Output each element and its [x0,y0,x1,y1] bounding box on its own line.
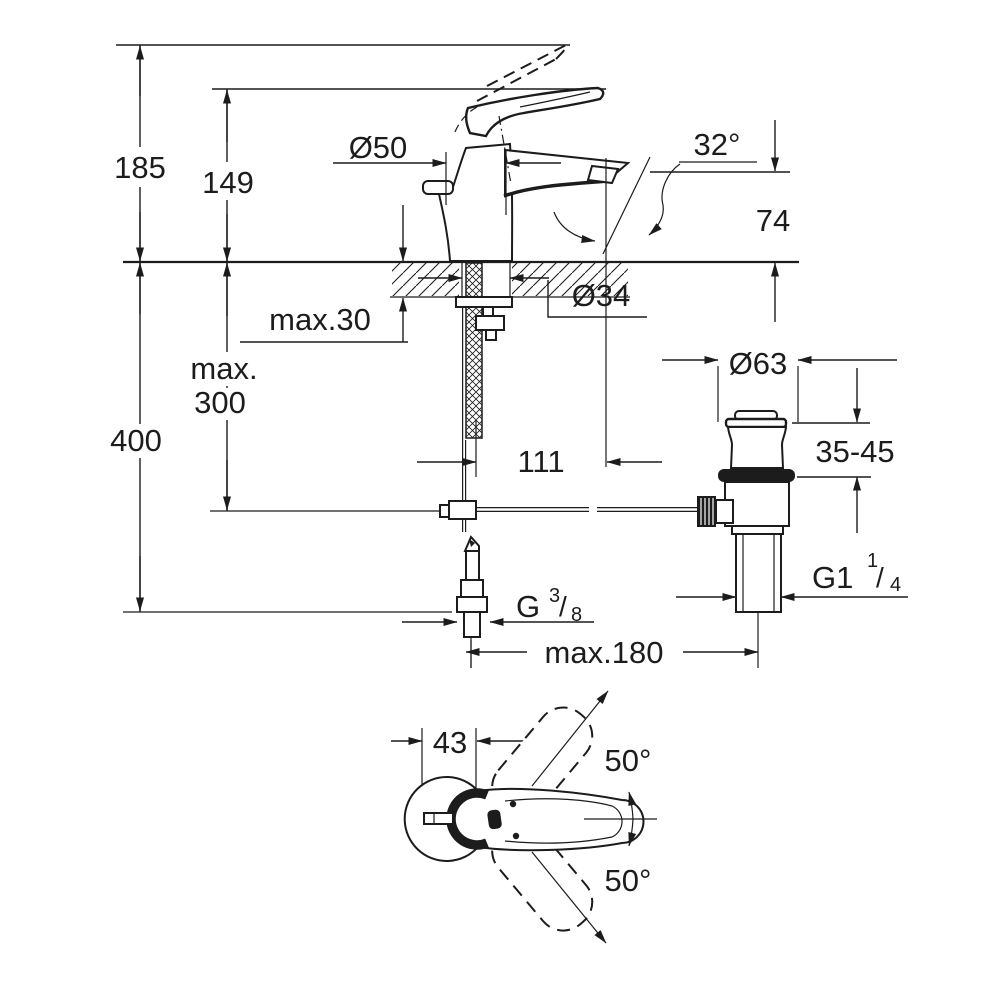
dim-label-400: 400 [110,423,162,458]
cartridge-axis [498,115,512,185]
dim-label-32deg: 32° [694,127,741,162]
faucet-top-view [391,690,657,944]
dim-label-g38-num: 3 [549,585,560,607]
dim-label-111: 111 [517,444,564,479]
dim-label-g38-slash: / [559,591,567,622]
g38-nut [456,596,488,613]
pop-up-knob [422,180,454,195]
faucet-side-view [422,44,631,262]
dimension-arrows [240,120,908,668]
rod-clevis [448,500,477,520]
rubber-seal [718,469,795,482]
counter-section-hatch [392,263,628,296]
vertical-dimensions [100,45,271,612]
dim-label-dia63: Ø63 [729,346,788,381]
flexible-hose [465,262,483,439]
pop-up-linkage [439,500,698,532]
dim-label-50deg-up: 50° [605,743,652,778]
dim-label-g114: G1 [812,560,853,595]
dim-label-300: 300 [194,385,246,420]
dim-label-149: 149 [202,165,254,200]
knurled-knob [697,496,716,527]
dim-label-185: 185 [114,150,166,185]
top-view-pin [423,812,454,825]
dim-label-g38: G [516,589,540,624]
dim-label-43: 43 [433,725,467,760]
dim-label-g114-slash: / [876,562,884,593]
dim-label-max-word: max. [190,351,257,386]
dim-label-max180: max.180 [545,635,664,670]
dim-label-g114-den: 4 [890,574,901,596]
faucet-body [437,142,514,262]
lever-raised-dashed [476,44,568,102]
dim-label-max30: max.30 [269,302,371,337]
aerator [586,164,620,185]
dimension-labels: 185 149 Ø50 32° 74 max.30 Ø34 max. 300 4… [110,127,901,898]
dim-label-35-45: 35-45 [815,434,894,469]
dim-label-dia50: Ø50 [349,130,408,165]
mounting-hardware [455,262,513,502]
lever-handle [465,86,605,138]
dim-label-74: 74 [756,203,790,238]
spout-angle-construction [553,156,757,467]
pop-up-waste-valve [697,410,795,668]
dim-label-g38-den: 8 [571,604,582,626]
dim-label-dia34: Ø34 [572,278,631,313]
dim-label-50deg-down: 50° [605,863,652,898]
dim-label-g114-num: 1 [867,550,878,572]
hose-connection-end [456,535,488,668]
